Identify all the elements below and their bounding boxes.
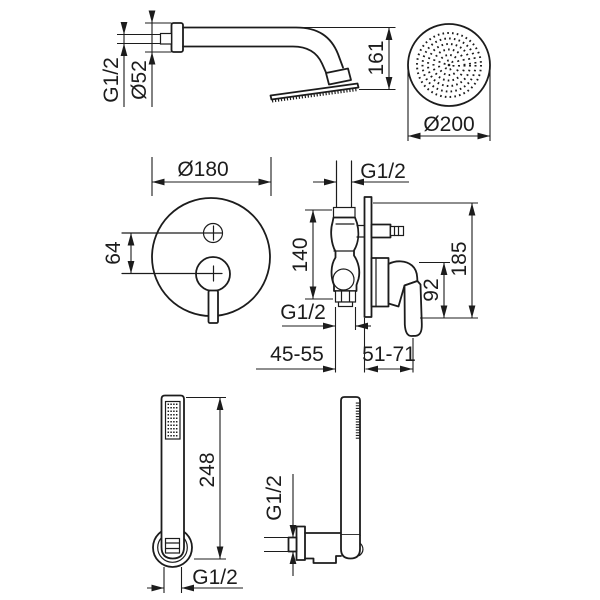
nozzle-ring <box>438 54 460 76</box>
wall-stem <box>287 536 298 553</box>
hand-shower-front-view: 248 G1/2 <box>147 394 243 593</box>
wall-plate <box>363 196 373 318</box>
arrowhead <box>148 10 156 23</box>
dim-label-handle-spacing: 64 <box>102 241 125 265</box>
dim-label-body-height: 140 <box>289 237 312 272</box>
valve-body <box>330 216 361 292</box>
cup-tail <box>358 542 364 557</box>
top-collar <box>332 206 356 219</box>
arrowhead <box>120 43 128 56</box>
arrowhead <box>385 27 393 40</box>
stick-cup <box>340 535 361 560</box>
dim-label-depth-right: 51-71 <box>362 343 416 366</box>
overhead-shower-side-view: G1/2 Ø52 161 <box>100 10 396 107</box>
rain-head-nozzles <box>271 88 359 103</box>
arrowhead <box>151 584 164 592</box>
thread-nipple <box>159 32 173 45</box>
valve-boss <box>332 268 355 291</box>
arrowhead <box>355 322 368 330</box>
arrowhead <box>440 262 448 275</box>
hand-shower-stick <box>160 394 185 560</box>
dim-label-arm-thread: G1/2 <box>100 57 123 103</box>
dim-label-hand-thread: G1/2 <box>192 566 238 589</box>
dim-label-depth-left: 45-55 <box>270 343 324 366</box>
rain-head-plate <box>269 82 360 101</box>
dim-label-side-thread: G1/2 <box>263 475 286 521</box>
nozzle-ring <box>443 59 455 71</box>
arrowhead <box>309 210 317 223</box>
diverter-knob <box>202 222 224 244</box>
arrowhead <box>324 178 337 186</box>
head-outline <box>407 23 491 107</box>
dim-label-head-diameter: Ø200 <box>423 113 474 136</box>
spray-face <box>164 400 181 440</box>
dim-label-arm-height: 161 <box>365 40 388 75</box>
dim-label-stick-length: 248 <box>196 452 219 487</box>
arrowhead <box>468 203 476 216</box>
arm-nut <box>325 67 352 86</box>
arrowhead <box>309 286 317 299</box>
arrowhead <box>120 22 128 35</box>
arrowhead <box>289 525 297 538</box>
dim-label-thread-top: G1/2 <box>360 160 406 183</box>
nozzle-ring <box>416 32 482 98</box>
arrowhead <box>408 132 421 140</box>
nozzle-ring <box>427 43 471 87</box>
dim-label-plate-diameter: Ø180 <box>177 158 228 181</box>
arrowhead <box>365 365 378 373</box>
bottom-nipple <box>337 301 354 308</box>
arrowhead <box>477 132 490 140</box>
bottom-thread <box>334 290 357 303</box>
arrowhead <box>385 77 393 90</box>
nozzle-ring <box>421 37 477 93</box>
wall-flange <box>170 22 184 53</box>
handle-escutcheon <box>370 257 390 308</box>
arrowhead <box>152 178 165 186</box>
hand-shower-side-view: G1/2 <box>263 396 364 576</box>
arrowhead <box>323 365 336 373</box>
arrowhead <box>468 305 476 318</box>
spigot-thread <box>389 225 405 237</box>
wall-plate <box>295 525 306 561</box>
arrowhead <box>127 233 135 246</box>
bracket-bottom-contour <box>304 555 342 564</box>
nozzle-ring <box>432 48 466 82</box>
arrowhead <box>216 546 224 559</box>
arrowhead <box>127 261 135 274</box>
dim-label-handle-height: 92 <box>420 278 443 301</box>
holder-clamp <box>164 537 181 554</box>
arrowhead <box>400 365 413 373</box>
arrowhead <box>258 178 271 186</box>
dim-label-thread-bottom: G1/2 <box>280 301 326 324</box>
arrowhead <box>216 397 224 410</box>
arrowhead <box>289 551 297 564</box>
handle-lever <box>207 289 219 324</box>
mixer-front-view: Ø180 64 <box>102 157 272 324</box>
dim-label-total-height: 185 <box>448 241 471 276</box>
arrowhead <box>440 305 448 318</box>
shower-arm-outline <box>182 45 327 74</box>
spigot <box>370 223 392 239</box>
dim-label-flange-diameter: Ø52 <box>128 60 151 100</box>
hand-shower-stick-side <box>340 396 361 536</box>
shower-head-face-view: Ø200 <box>407 23 491 141</box>
nozzle-center-dot <box>447 63 451 67</box>
handle-blade <box>403 280 423 337</box>
shower-arm-outline <box>182 26 344 69</box>
mixer-side-view: G1/2 140 185 92 G1/2 45-55 <box>256 160 478 373</box>
